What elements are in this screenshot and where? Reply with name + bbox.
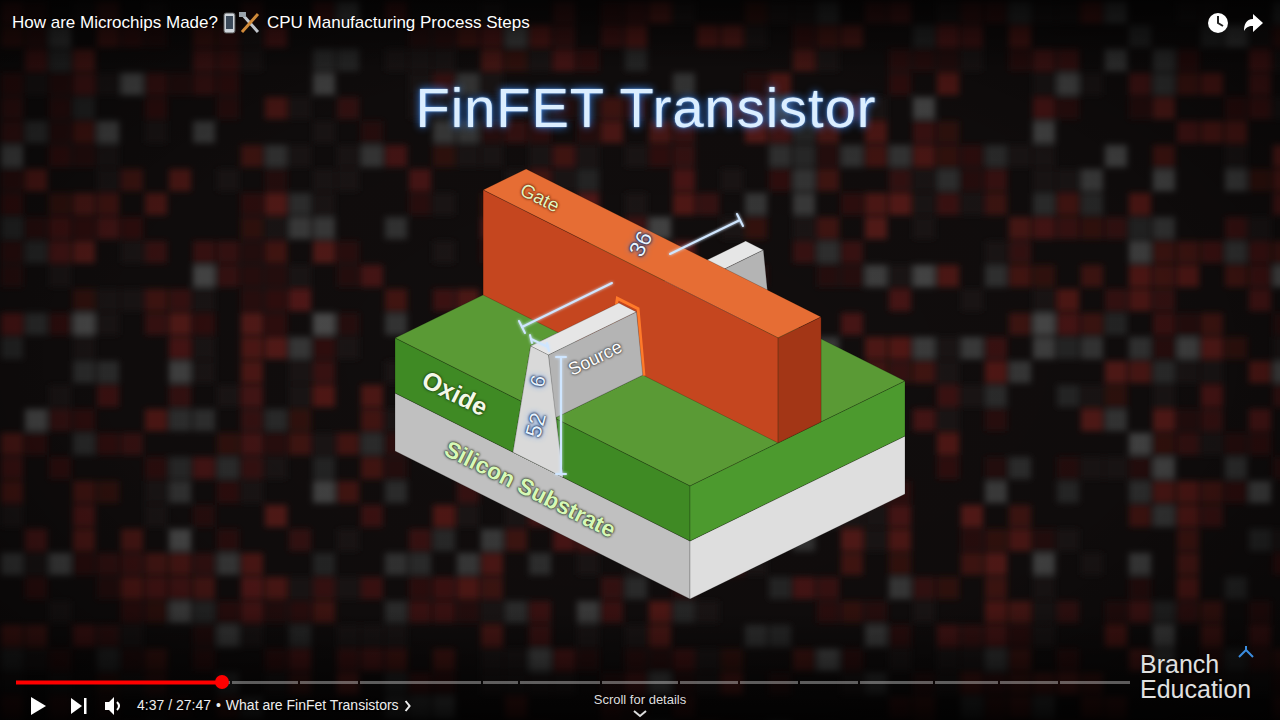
play-icon: [31, 697, 46, 715]
chapter-chevron: [406, 701, 410, 711]
logo-mark: [1239, 646, 1253, 657]
progress-bar: [16, 675, 1130, 689]
dimension-line: [522, 283, 612, 327]
chapter-title: What are FinFet Transistors: [226, 698, 399, 713]
dimension-line: [519, 321, 525, 333]
dimension-lines: [519, 214, 743, 474]
dimension-line: [556, 473, 566, 475]
dimension-line: [556, 356, 566, 358]
scroll-hint: Scroll for details: [594, 693, 686, 707]
video-title: CPU Manufacturing Process Steps: [267, 14, 530, 33]
dimension-line: [737, 214, 743, 226]
scroll-chevron: [634, 711, 646, 716]
volume-icon: [105, 697, 114, 715]
dimension-line: [530, 335, 532, 343]
timestamp: 4:37 / 27:47: [137, 698, 211, 713]
watch-later-icon: [1208, 13, 1228, 33]
share-icon: [1244, 14, 1263, 32]
dimension-line: [560, 357, 562, 474]
gate-side: [778, 317, 821, 443]
separator: •: [216, 698, 221, 713]
diagram-title: FinFET Transistor: [416, 77, 877, 139]
watermark: Branch Education: [1140, 652, 1274, 702]
dimension-line: [670, 220, 740, 254]
title-emoji-icons: [224, 12, 258, 33]
video-title: How are Microchips Made?: [12, 14, 218, 33]
dimension-line: [547, 343, 549, 351]
dimension-line: [531, 339, 548, 347]
fin-front: [513, 346, 563, 477]
next-icon: [71, 698, 82, 714]
fin-side: [548, 312, 642, 418]
